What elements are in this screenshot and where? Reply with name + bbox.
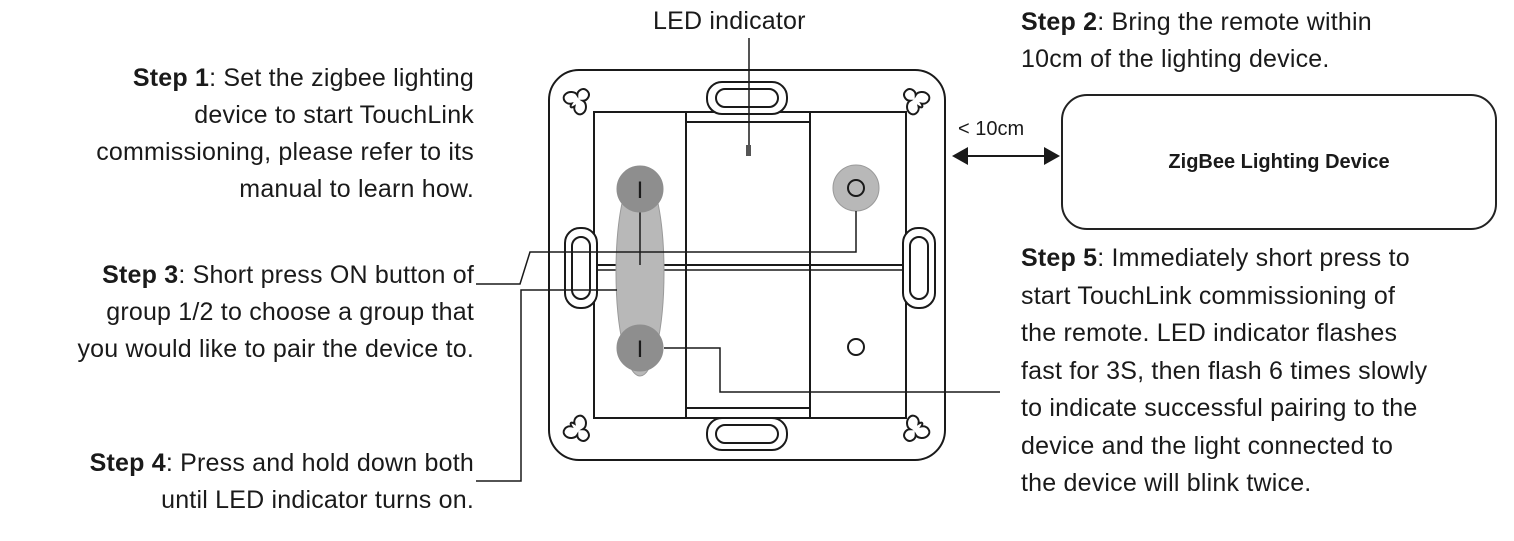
step4-text: Step 4: Press and hold down both until L… bbox=[90, 445, 474, 519]
on-symbol-top: I bbox=[637, 177, 644, 204]
step1-line-4: manual to learn how. bbox=[239, 175, 474, 203]
step3-leader bbox=[476, 211, 857, 285]
screw-hole-top-left bbox=[562, 88, 590, 116]
step5-leader bbox=[664, 347, 1000, 393]
right-clip bbox=[902, 227, 936, 309]
led-indicator-label: LED indicator bbox=[653, 7, 806, 35]
step3-line-3: you would like to pair the device to. bbox=[77, 335, 474, 363]
screw-hole-bottom-left bbox=[562, 414, 590, 442]
step5-text: Step 5: Immediately short press to start… bbox=[1021, 240, 1427, 503]
distance-label: < 10cm bbox=[958, 118, 1025, 140]
step1-label: Step 1 bbox=[132, 64, 210, 92]
step1-line-1: Set the zigbee lighting bbox=[223, 64, 474, 92]
step5-line-4: fast for 3S, then flash 6 times slowly bbox=[1021, 356, 1428, 385]
step5-line-7: the device will blink twice. bbox=[1021, 469, 1312, 497]
step5-line-1: Immediately short press to bbox=[1111, 244, 1410, 272]
step2-line-1: Bring the remote within bbox=[1111, 8, 1372, 36]
led-indicator bbox=[746, 145, 751, 156]
zigbee-lighting-device: ZigBee Lighting Device bbox=[1061, 94, 1497, 230]
step1-line-3: commissioning, please refer to its bbox=[96, 138, 474, 166]
on-button-bottom[interactable] bbox=[616, 324, 664, 372]
step4-leader bbox=[476, 289, 617, 482]
distance-arrow bbox=[952, 147, 1060, 165]
off-symbol-top bbox=[847, 179, 865, 197]
step3-line-1: Short press ON button of bbox=[192, 261, 474, 289]
screw-hole-top-right bbox=[903, 88, 931, 116]
step5-line-3: the remote. LED indicator flashes bbox=[1021, 319, 1398, 347]
step5-label: Step 5 bbox=[1021, 244, 1098, 272]
remote-housing bbox=[548, 69, 946, 461]
step5-line-5: to indicate successful pairing to the bbox=[1021, 394, 1418, 422]
step2-text: Step 2: Bring the remote within 10cm of … bbox=[1021, 4, 1372, 78]
bottom-clip bbox=[706, 417, 788, 451]
top-clip bbox=[706, 81, 788, 115]
device-label: ZigBee Lighting Device bbox=[1168, 150, 1390, 173]
step3-text: Step 3: Short press ON button of group 1… bbox=[77, 257, 474, 368]
on-symbol-bottom: I bbox=[637, 336, 644, 363]
off-symbol-bottom[interactable] bbox=[847, 338, 865, 356]
step5-line-2: start TouchLink commissioning of bbox=[1021, 281, 1396, 310]
step3-line-2: group 1/2 to choose a group that bbox=[106, 298, 474, 326]
step4-label: Step 4 bbox=[89, 449, 166, 477]
screw-hole-bottom-right bbox=[903, 414, 931, 442]
step4-line-2: until LED indicator turns on. bbox=[161, 486, 474, 514]
step4-line-1: Press and hold down both bbox=[180, 449, 474, 477]
step2-label: Step 2 bbox=[1021, 8, 1098, 36]
step1-text: Step 1: Set the zigbee lighting device t… bbox=[96, 60, 474, 208]
step2-line-2: 10cm of the lighting device. bbox=[1021, 45, 1330, 73]
step5-line-6: device and the light connected to bbox=[1021, 431, 1394, 460]
off-button-top-highlight[interactable] bbox=[832, 164, 880, 212]
step1-line-2: device to start TouchLink bbox=[194, 101, 474, 129]
step3-label: Step 3 bbox=[102, 261, 179, 289]
on-button-top[interactable] bbox=[616, 165, 664, 213]
left-clip bbox=[564, 227, 598, 309]
